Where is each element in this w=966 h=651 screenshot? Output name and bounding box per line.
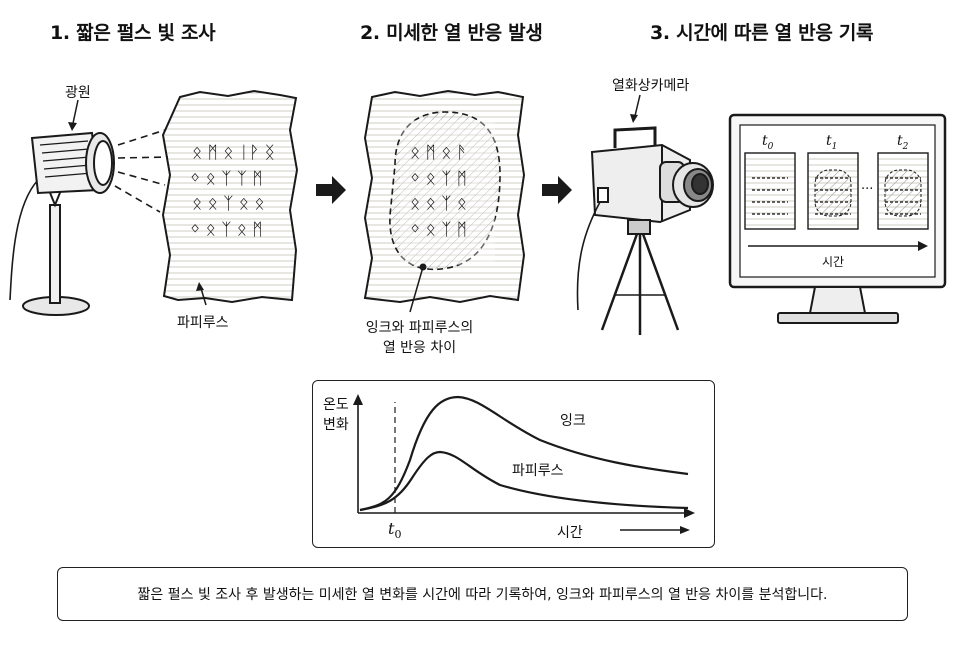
step-2-title: 2. 미세한 열 반응 발생: [360, 22, 543, 44]
graph-xlabel: 시간: [557, 525, 583, 541]
svg-text:ᛟ ᛗ ᛟ ᚫ: ᛟ ᛗ ᛟ ᚫ: [410, 143, 467, 163]
step-1-title: 1. 짧은 펄스 빛 조사: [50, 22, 216, 44]
temperature-graph: [353, 394, 695, 534]
thermal-camera-label: 열화상카메라: [612, 78, 690, 94]
svg-text:ᛜ ᛟ ᛉ ᛉ ᛗ: ᛜ ᛟ ᛉ ᛉ ᛗ: [190, 169, 263, 189]
step-arrow-1: [316, 176, 346, 204]
monitor-time-axis-label: 시간: [822, 255, 845, 269]
graph-ink-label: 잉크: [560, 413, 586, 429]
graph-papyrus-label: 파피루스: [512, 463, 564, 479]
svg-text:ᛜ ᛟ ᛉ ᛗ: ᛜ ᛟ ᛉ ᛗ: [410, 169, 467, 189]
monitor-icon: [728, 113, 947, 324]
light-rays: [114, 129, 169, 213]
step-arrow-2: [542, 176, 572, 204]
graph-ylabel-line2: 변화: [323, 417, 349, 433]
summary-text: 짧은 펄스 빛 조사 후 발생하는 미세한 열 변화를 시간에 따라 기록하여,…: [137, 587, 828, 603]
glyph-rows-1: ᛟ ᛗ ᛟ ᛁᚹ ᛝ ᛜ ᛟ ᛉ ᛉ ᛗ ᛟ ᛟ ᛉ ᛟ ᛟ ᛜ ᛟ ᛉ ᛟ ᛗ: [190, 143, 275, 240]
svg-text:ᛜ ᛟ ᛉ ᛟ ᛗ: ᛜ ᛟ ᛉ ᛟ ᛗ: [190, 220, 263, 240]
svg-text:ᛟ ᛗ ᛟ ᛁᚹ ᛝ: ᛟ ᛗ ᛟ ᛁᚹ ᛝ: [192, 143, 275, 163]
svg-text:ᛟ ᛟ ᛉ ᛟ: ᛟ ᛟ ᛉ ᛟ: [410, 194, 467, 214]
glyph-rows-2: ᛟ ᛗ ᛟ ᚫ ᛜ ᛟ ᛉ ᛗ ᛟ ᛟ ᛉ ᛟ ᛜ ᛟ ᛉ ᛗ: [410, 143, 467, 240]
graph-box: [312, 380, 715, 548]
graph-ylabel-line1: 온도: [323, 397, 349, 413]
ink-curve: [359, 395, 689, 512]
light-source-label: 광원: [65, 85, 91, 101]
papyrus-curve: [359, 450, 689, 512]
monitor-frame-label-1: t1: [826, 133, 838, 152]
monitor-frame-label-2: t2: [897, 133, 909, 152]
graph-t0-label: t0: [388, 519, 402, 542]
difference-label-line1: 잉크와 파피루스의: [365, 320, 474, 336]
monitor-ellipsis: ...: [861, 178, 874, 193]
papyrus-sheet-2: [363, 89, 526, 304]
step-3-title: 3. 시간에 따른 열 반응 기록: [650, 22, 874, 44]
light-source-icon: [9, 131, 115, 316]
summary-box: 짧은 펄스 빛 조사 후 발생하는 미세한 열 변화를 시간에 따라 기록하여,…: [57, 567, 908, 621]
difference-label-line2: 열 반응 차이: [382, 340, 457, 356]
papyrus-sheet-1: [161, 89, 299, 304]
svg-text:ᛜ ᛟ ᛉ ᛗ: ᛜ ᛟ ᛉ ᛗ: [410, 220, 467, 240]
thermal-camera-icon: [576, 126, 714, 335]
monitor-frame-label-0: t0: [762, 133, 774, 152]
papyrus-label: 파피루스: [177, 315, 229, 331]
svg-text:ᛟ ᛟ ᛉ ᛟ ᛟ: ᛟ ᛟ ᛉ ᛟ ᛟ: [192, 194, 265, 214]
